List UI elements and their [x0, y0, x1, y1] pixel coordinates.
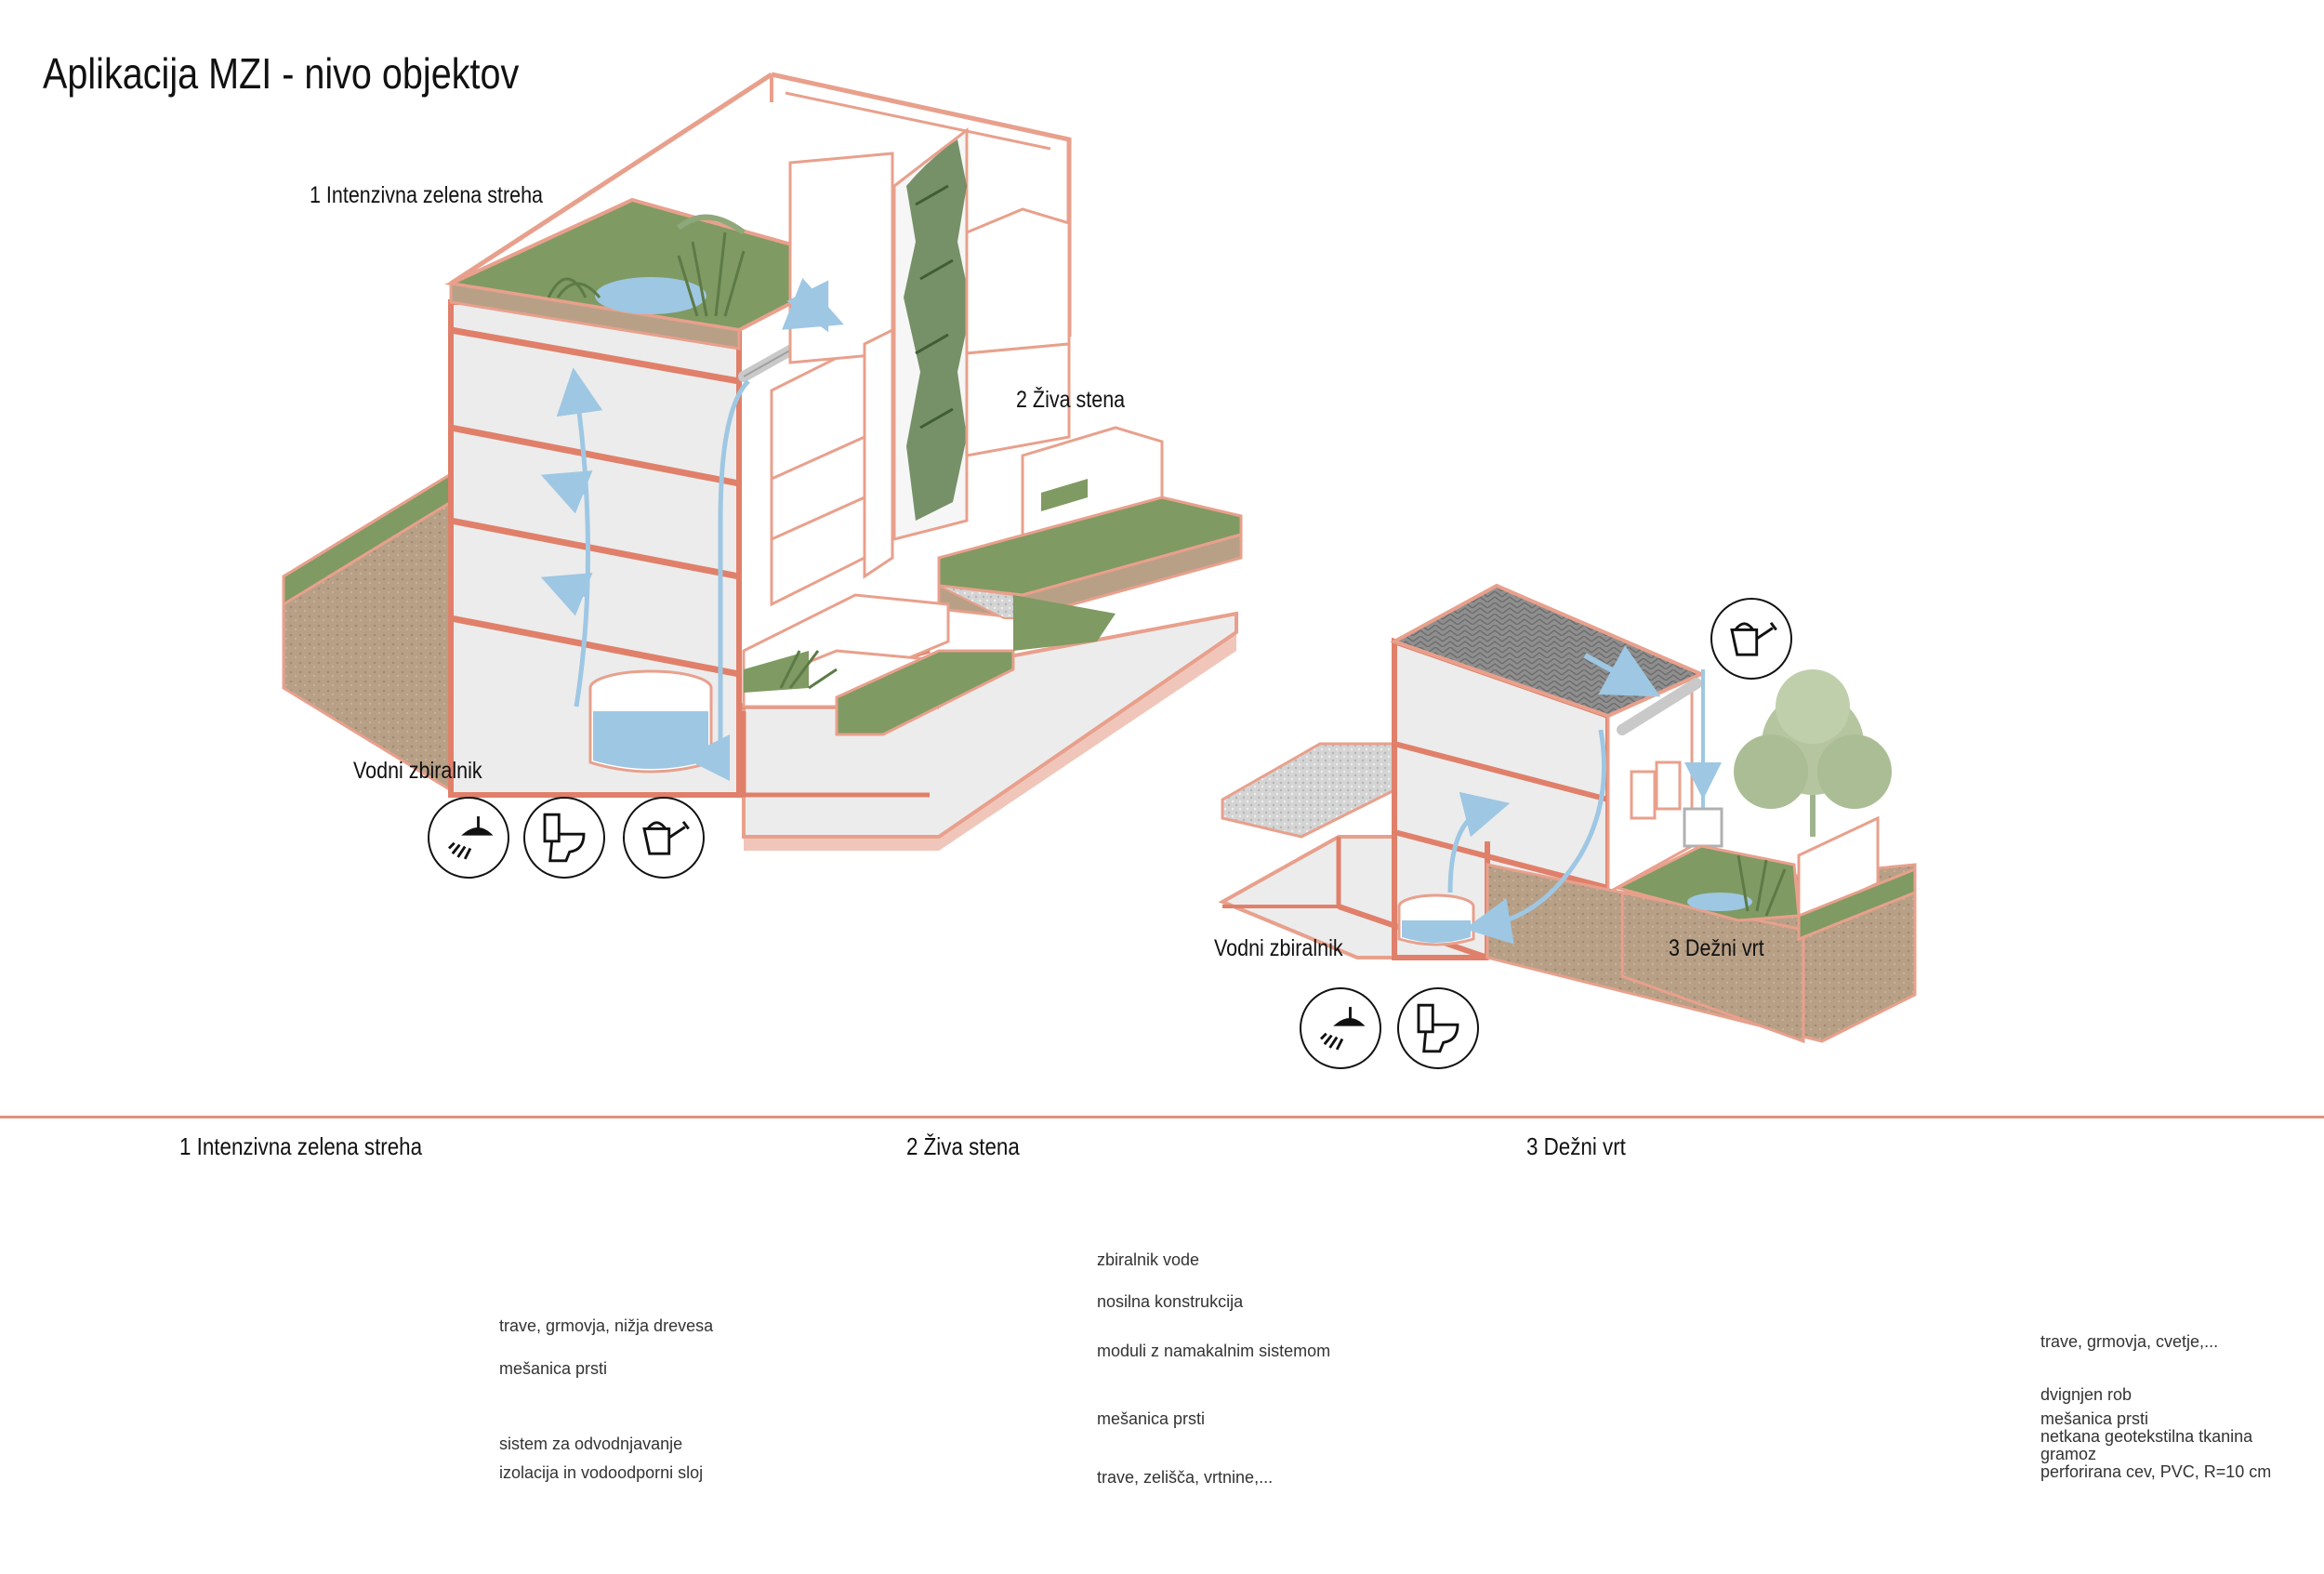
- tree: [1734, 669, 1892, 837]
- garden-layer-gravel: gramoz: [2040, 1445, 2097, 1463]
- shower-icon: [428, 797, 509, 879]
- label-rain-garden: 3 Dežni vrt: [1669, 935, 1764, 961]
- detail-title-wall: 2 Živa stena: [906, 1132, 1020, 1160]
- watering-can-icon: [623, 797, 705, 879]
- rain-garden-bed: [1613, 844, 1801, 922]
- garden-layer-plants: trave, grmovja, cvetje,...: [2040, 1332, 2219, 1351]
- garden-layer-pipe: perforirana cev, PVC, R=10 cm: [2040, 1462, 2272, 1481]
- section-divider: [0, 1116, 2324, 1118]
- roof-layer-drainage: sistem za odvodnjavanje: [499, 1435, 683, 1453]
- page-title: Aplikacija MZI - nivo objektov: [43, 49, 520, 98]
- detail-title-garden: 3 Dežni vrt: [1526, 1132, 1626, 1160]
- detail-title-roof: 1 Intenzivna zelena streha: [179, 1132, 423, 1160]
- roof-pond: [595, 277, 706, 314]
- wall-layer-modules: moduli z namakalnim sistemom: [1097, 1342, 1331, 1360]
- building-illustration: [282, 72, 1917, 1044]
- roof-layer-plants: trave, grmovja, nižja drevesa: [499, 1316, 714, 1335]
- wall-layer-tank: zbiralnik vode: [1097, 1250, 1200, 1269]
- roof-layer-insulation: izolacija in vodoodporni sloj: [499, 1463, 704, 1482]
- garden-layer-edge: dvignjen rob: [2040, 1385, 2133, 1404]
- rain-barrel: [1683, 807, 1723, 848]
- wall-layer-soil: mešanica prsti: [1097, 1409, 1206, 1428]
- interior-block-tall: [770, 341, 866, 607]
- garden-layer-soil: mešanica prsti: [2040, 1409, 2149, 1428]
- shower-icon-right: [1300, 987, 1381, 1069]
- label-water-tank-left: Vodni zbiralnik: [353, 758, 482, 784]
- toilet-icon: [523, 797, 605, 879]
- label-living-wall: 2 Živa stena: [1016, 387, 1126, 413]
- garden-layer-geotextile: netkana geotekstilna tkanina: [2040, 1427, 2253, 1446]
- roof-layer-soil: mešanica prsti: [499, 1359, 608, 1378]
- soil-block-left: [282, 471, 453, 793]
- watering-can-icon-top: [1710, 598, 1792, 680]
- toilet-icon-right: [1397, 987, 1479, 1069]
- label-green-roof: 1 Intenzivna zelena streha: [310, 182, 543, 208]
- label-water-tank-right: Vodni zbiralnik: [1214, 935, 1343, 961]
- gravel-pad: [1221, 742, 1396, 839]
- wall-layer-structure: nosilna konstrukcija: [1097, 1292, 1244, 1311]
- wall-layer-plants: trave, zelišča, vrtnine,...: [1097, 1468, 1274, 1487]
